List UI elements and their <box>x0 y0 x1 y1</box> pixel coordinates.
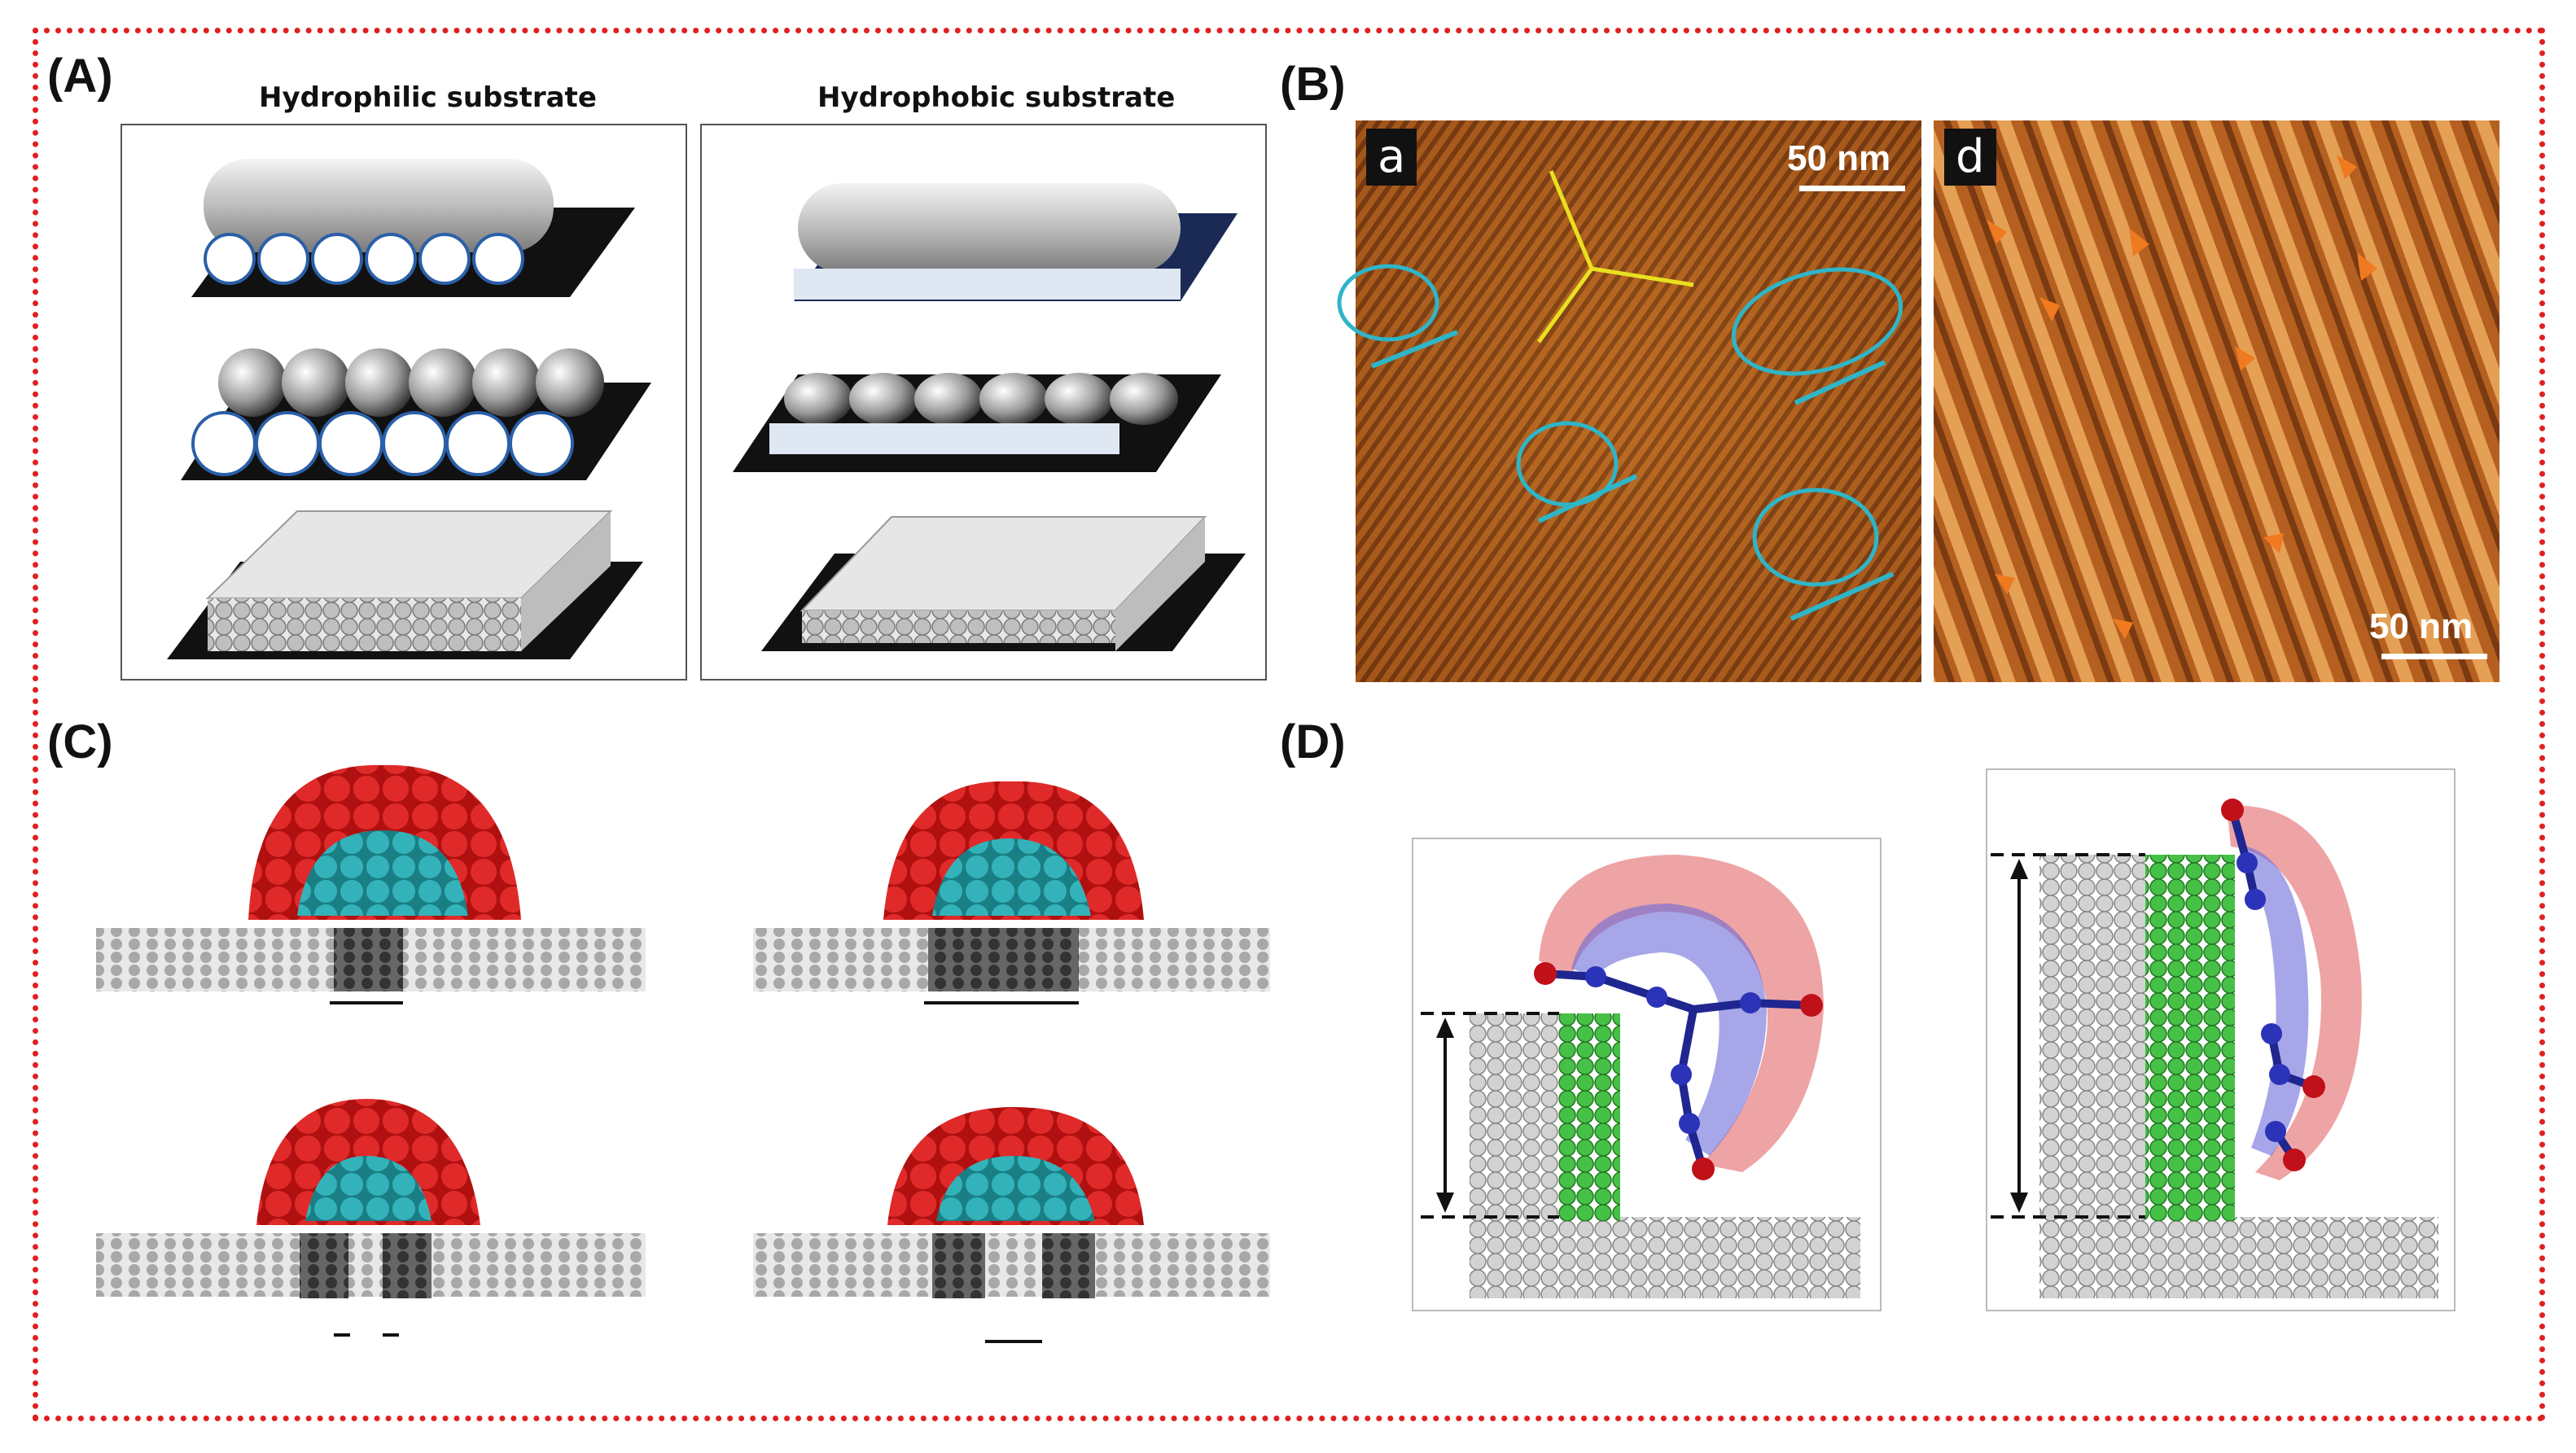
molecule-model-c4 <box>753 1107 1270 1343</box>
afm-label-d: d <box>1944 129 1996 186</box>
afm-label-a: a <box>1366 129 1417 186</box>
scale-bar-a <box>1799 186 1905 191</box>
hydrophobic-monolayer <box>761 516 1246 651</box>
hydrophilic-title: Hydrophilic substrate <box>259 81 597 114</box>
panel-label-c: (C) <box>47 716 113 768</box>
step-model-d2 <box>1986 768 2456 1311</box>
hydrophobic-title: Hydrophobic substrate <box>817 81 1176 114</box>
scale-label-a: 50 nm <box>1787 138 1891 178</box>
step-model-d1 <box>1412 838 1882 1311</box>
hydrophilic-spheres <box>181 348 651 480</box>
afm-image-d <box>1934 120 2499 682</box>
figure-frame <box>33 28 2545 1421</box>
molecule-model-c3 <box>96 1099 646 1337</box>
afm-image-a <box>1337 120 1921 682</box>
scale-bar-d <box>2381 654 2487 659</box>
hydrophobic-hemispheres <box>733 373 1221 472</box>
panel-label-b: (B) <box>1280 58 1346 111</box>
hydrophilic-bilayer <box>167 510 643 659</box>
hydrophilic-cylinders <box>191 159 635 297</box>
panel-label-a: (A) <box>47 50 113 103</box>
hydrophobic-hemicylinders <box>794 183 1238 301</box>
molecule-model-c1 <box>96 764 646 1004</box>
panel-label-d: (D) <box>1280 716 1346 768</box>
scale-label-d: 50 nm <box>2369 606 2473 646</box>
molecule-model-c2 <box>753 781 1270 1004</box>
